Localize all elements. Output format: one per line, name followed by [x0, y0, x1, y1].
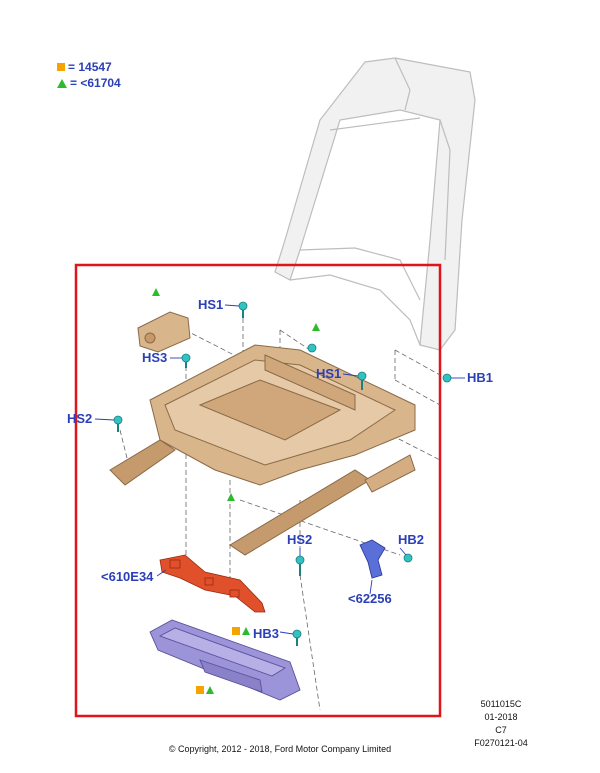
bolt-hb3 — [292, 629, 302, 646]
callout-part-62256[interactable]: <62256 — [348, 591, 392, 606]
meta-block: 5011015C 01-2018 C7 F0270121-04 — [466, 698, 536, 750]
green-triangle-icon — [57, 78, 67, 88]
label-leaders — [94, 304, 465, 635]
bolt-hs1-right — [357, 371, 367, 390]
meta-rev: C7 — [495, 725, 507, 735]
bolt-hs2-left — [113, 415, 123, 432]
green-triangle-markers — [152, 288, 320, 694]
seat-motor — [137, 311, 191, 353]
callout-hb3[interactable]: HB3 — [253, 626, 280, 641]
callout-hb2[interactable]: HB2 — [398, 532, 425, 547]
seat-cushion-frame — [109, 344, 416, 556]
seat-back-frame — [274, 57, 476, 351]
meta-code: 5011015C — [480, 699, 522, 709]
seat-control-module — [149, 619, 301, 701]
bracket-62256 — [359, 539, 386, 579]
callout-hs1-right[interactable]: HS1 — [316, 366, 342, 381]
meta-date: 01-2018 — [484, 712, 518, 722]
legend-item-61704: = <61704 — [57, 76, 121, 90]
callout-hs3[interactable]: HS3 — [142, 350, 168, 365]
copyright-text: © Copyright, 2012 - 2018, Ford Motor Com… — [168, 744, 392, 754]
callout-hb1[interactable]: HB1 — [467, 370, 494, 385]
legend-text: = 14547 — [68, 60, 112, 74]
legend-text: = <61704 — [70, 76, 121, 90]
bolt-hs1-top — [238, 301, 248, 318]
callout-part-610e34[interactable]: <610E34 — [101, 569, 154, 584]
callout-hs1-top[interactable]: HS1 — [198, 297, 224, 312]
callout-hs2-bottom[interactable]: HS2 — [287, 532, 313, 547]
bolt-hs2-bottom — [295, 555, 305, 576]
orange-square-icon — [57, 63, 65, 71]
orange-square-markers — [196, 627, 240, 694]
bolt-hb1 — [442, 373, 452, 383]
meta-figure: F0270121-04 — [474, 738, 528, 748]
bolt-hs3 — [181, 353, 191, 368]
wiring-harness — [159, 554, 266, 613]
highlight-frame — [74, 263, 442, 718]
callout-hs2-left[interactable]: HS2 — [67, 411, 93, 426]
legend-item-14547: = 14547 — [57, 60, 112, 74]
bolt-top-right — [307, 343, 317, 353]
bolt-hb2 — [403, 553, 413, 563]
